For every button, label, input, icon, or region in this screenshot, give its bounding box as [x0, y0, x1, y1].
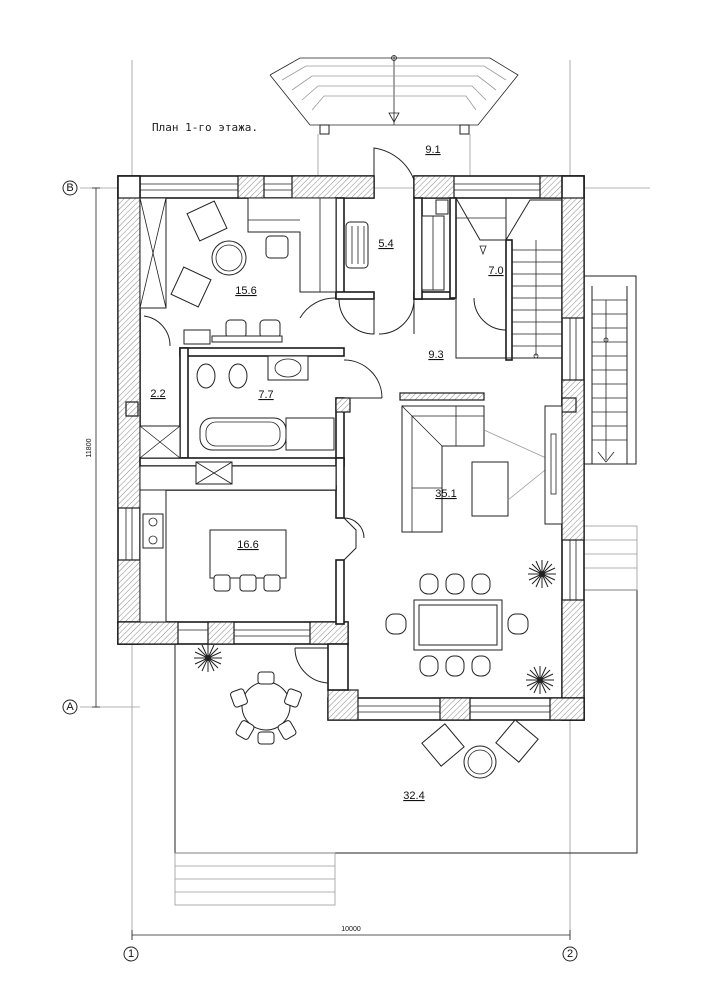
room-label-2-2: 2.2 — [150, 388, 165, 400]
room-label-9-3: 9.3 — [428, 349, 443, 361]
furniture-pantry — [125, 401, 181, 459]
exterior-walls — [117, 175, 585, 721]
axis-marker-a: A — [62, 699, 78, 715]
room-label-16-6: 16.6 — [237, 539, 258, 551]
room-label-7-7: 7.7 — [258, 389, 273, 401]
plant-icon — [194, 644, 222, 672]
plant-icon — [526, 666, 554, 694]
plan-title: План 1-го этажа. — [152, 121, 258, 134]
room-label-9-1: 9.1 — [425, 144, 440, 156]
axis-marker-1: 1 — [123, 946, 139, 962]
axis-label-1: 1 — [128, 948, 134, 960]
plant-icon — [528, 560, 556, 588]
axis-label-2: 2 — [567, 948, 573, 960]
doors — [143, 147, 507, 684]
furniture-bathroom — [196, 355, 335, 451]
furniture-kitchen — [139, 461, 337, 623]
interior-stair — [455, 197, 563, 359]
room-label-5-4: 5.4 — [378, 238, 393, 250]
axis-marker-2: 2 — [562, 946, 578, 962]
dimension-vertical: 11800 — [86, 438, 93, 457]
axis-label-b: B — [66, 182, 73, 194]
dimension-horizontal: 10000 — [341, 926, 361, 933]
entrance-steps — [269, 55, 519, 176]
room-label-35-1: 35.1 — [435, 488, 456, 500]
side-stair-exterior — [582, 275, 638, 591]
plant-icons — [194, 560, 556, 694]
room-label-32-4: 32.4 — [403, 790, 424, 802]
axis-label-a: A — [66, 701, 74, 713]
room-label-15-6: 15.6 — [235, 285, 256, 297]
axis-marker-b: B — [62, 180, 78, 196]
furniture-room-15-6 — [139, 197, 337, 345]
furniture-wardrobe — [345, 199, 449, 291]
furniture-living — [385, 392, 563, 677]
room-label-7-0: 7.0 — [488, 265, 503, 277]
furniture-terrace — [230, 671, 539, 779]
